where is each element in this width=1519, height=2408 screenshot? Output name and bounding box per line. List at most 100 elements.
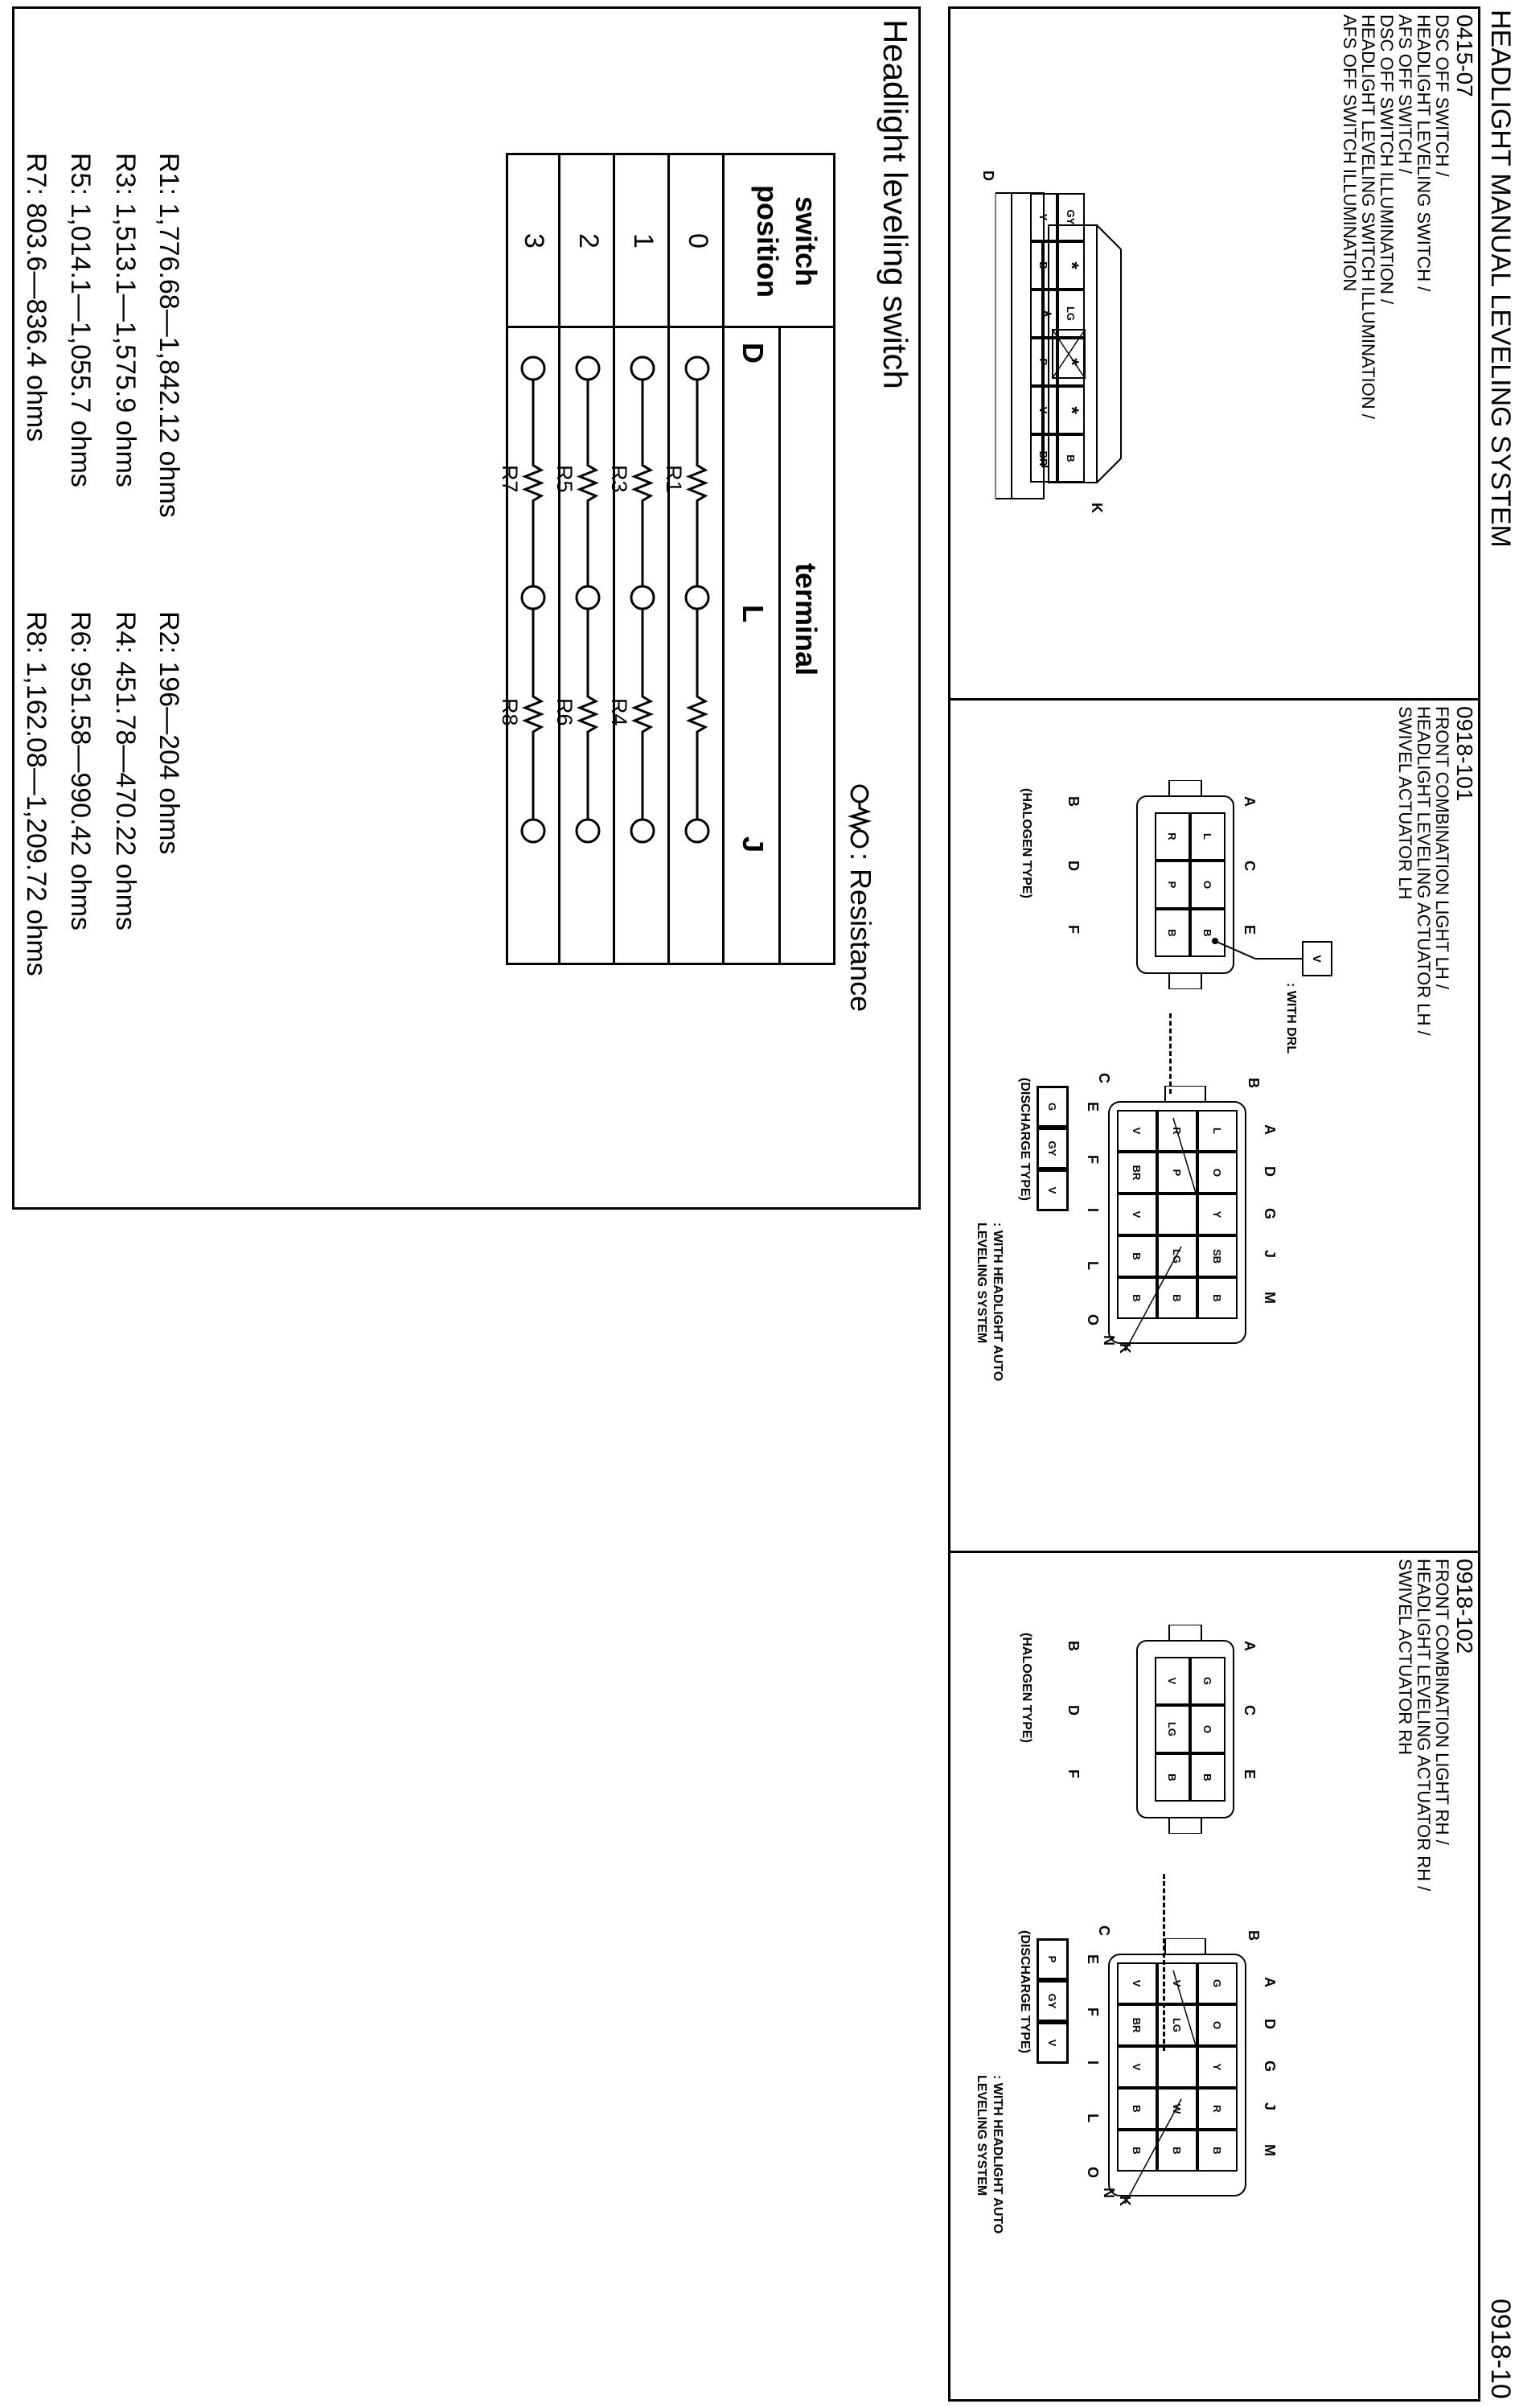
drl-wire-box: V bbox=[1302, 941, 1332, 976]
switch-pin-cell: BR bbox=[1030, 434, 1057, 483]
halogen-housing bbox=[1136, 780, 1234, 989]
discharge-extra-cell: G bbox=[1037, 1086, 1069, 1128]
panel2-name-3: SWIVEL ACTUATOR LH bbox=[1395, 706, 1415, 900]
discharge-pin-top: J bbox=[1262, 2102, 1278, 2111]
discharge-pin-cell: LG bbox=[1157, 1235, 1197, 1277]
value-r2: R2: 196—204 ohms bbox=[154, 611, 184, 855]
discharge-pin-bottom: L bbox=[1085, 2114, 1101, 2122]
halogen-type-label: (HALOGEN TYPE) bbox=[1020, 1633, 1033, 1743]
resistance-legend-text: : Resistance bbox=[844, 853, 877, 1013]
discharge-side-label: K bbox=[1117, 2196, 1133, 2206]
halogen-pin-cell: G bbox=[1190, 1657, 1225, 1705]
resistor-symbol bbox=[521, 609, 545, 820]
discharge-pin-bottom: I bbox=[1085, 2061, 1101, 2065]
discharge-pin-cell: Y bbox=[1197, 2046, 1238, 2088]
panel2-code: 0918-101 bbox=[1452, 706, 1477, 802]
discharge-side-label: N bbox=[1101, 2188, 1117, 2198]
discharge-pin-top: J bbox=[1262, 1250, 1278, 1259]
discharge-pin-bottom: L bbox=[1085, 1261, 1101, 1270]
switch-pin-cell: * bbox=[1057, 338, 1085, 386]
discharge-pin-bottom: E bbox=[1085, 1102, 1101, 1112]
auto-leveling-note-2: LEVELING SYSTEM bbox=[975, 1222, 988, 1344]
discharge-pin-cell: V bbox=[1117, 1110, 1157, 1152]
halogen-pin-top: A bbox=[1242, 796, 1258, 807]
discharge-pin-top: G bbox=[1262, 2061, 1278, 2073]
halogen-pin-cell: O bbox=[1190, 1705, 1225, 1753]
resistor-symbol bbox=[685, 609, 709, 820]
discharge-pin-cell: O bbox=[1197, 2004, 1238, 2046]
terminal-node bbox=[575, 818, 601, 844]
halogen-pin-cell: V bbox=[1155, 1657, 1190, 1705]
discharge-pin-bottom: F bbox=[1085, 2007, 1101, 2016]
discharge-pin-cell: B bbox=[1117, 1277, 1157, 1319]
type-separator bbox=[1169, 1013, 1172, 1094]
terminal-node bbox=[520, 355, 546, 381]
label-r6: R6 bbox=[552, 698, 577, 726]
discharge-pin-top: D bbox=[1262, 2019, 1278, 2029]
terminal-node bbox=[630, 355, 655, 381]
panel1-name-4: DSC OFF SWITCH ILLUMINATION / bbox=[1377, 14, 1397, 305]
switch-pin-cell: * bbox=[1057, 386, 1085, 434]
discharge-pin-bottom: F bbox=[1085, 1155, 1101, 1164]
discharge-pin-cell: SB bbox=[1197, 1235, 1238, 1277]
discharge-type-label: (DISCHARGE TYPE) bbox=[1018, 1078, 1032, 1201]
discharge-pin-cell: V bbox=[1117, 1194, 1157, 1235]
panel2-name-1: FRONT COMBINATION LIGHT LH / bbox=[1432, 706, 1452, 990]
panel1-name-2: HEADLIGHT LEVELING SWITCH / bbox=[1414, 14, 1434, 292]
terminal-l: L bbox=[737, 605, 770, 623]
discharge-pin-bottom: O bbox=[1085, 1314, 1101, 1326]
discharge-housing bbox=[1108, 1086, 1246, 1352]
panel3-name-2: HEADLIGHT LEVELING ACTUATOR RH / bbox=[1414, 1559, 1434, 1892]
discharge-pin-top: G bbox=[1262, 1208, 1278, 1220]
discharge-side-label: K bbox=[1117, 1343, 1133, 1354]
switch-pin-cell: * bbox=[1057, 241, 1085, 290]
label-r1: R1 bbox=[662, 465, 686, 493]
label-r4: R4 bbox=[607, 698, 631, 726]
discharge-pin-cell: R bbox=[1157, 1110, 1197, 1152]
resistor-symbol bbox=[630, 609, 655, 820]
discharge-extra-cell: P bbox=[1037, 1938, 1069, 1980]
position-3: 3 bbox=[519, 233, 549, 249]
page-code: 0918-10 bbox=[1485, 2299, 1516, 2399]
value-r4: R4: 451.78—470.22 ohms bbox=[110, 611, 141, 931]
panel1-name-6: AFS OFF SWITCH ILLUMINATION bbox=[1340, 14, 1360, 292]
discharge-pin-cell: L bbox=[1197, 1110, 1238, 1152]
position-2: 2 bbox=[573, 233, 604, 249]
col-header-terminal: terminal bbox=[790, 563, 823, 676]
halogen-pin-bottom: F bbox=[1065, 1769, 1082, 1778]
switch-pin-cell: GY bbox=[1057, 193, 1085, 241]
discharge-pin-cell: W bbox=[1157, 2088, 1197, 2130]
halogen-pin-cell: L bbox=[1190, 812, 1225, 861]
discharge-side-label: C bbox=[1096, 1925, 1112, 1936]
halogen-pin-bottom: B bbox=[1065, 796, 1082, 807]
discharge-pin-cell: BR bbox=[1117, 2004, 1157, 2046]
switch-pin-cell: B bbox=[1057, 434, 1085, 483]
terminal-node bbox=[520, 818, 546, 844]
terminal-node bbox=[520, 585, 546, 610]
halogen-pin-cell: LG bbox=[1155, 1705, 1190, 1753]
auto-leveling-note-1: : WITH HEADLIGHT AUTO bbox=[991, 2075, 1004, 2234]
resistor-symbol bbox=[521, 380, 545, 586]
discharge-type-label: (DISCHARGE TYPE) bbox=[1018, 1930, 1032, 2053]
panel2-name-2: HEADLIGHT LEVELING ACTUATOR LH / bbox=[1414, 706, 1434, 1036]
halogen-pin-cell: B bbox=[1155, 1753, 1190, 1802]
discharge-pin-cell: B bbox=[1117, 2130, 1157, 2172]
discharge-pin-cell: V bbox=[1117, 1962, 1157, 2004]
auto-leveling-note-2: LEVELING SYSTEM bbox=[975, 2075, 988, 2196]
discharge-pin-top: M bbox=[1262, 1292, 1278, 1304]
terminal-node bbox=[684, 355, 710, 381]
discharge-pin-cell: P bbox=[1157, 1152, 1197, 1194]
label-r8: R8 bbox=[498, 698, 522, 726]
panel1-name-3: AFS OFF SWITCH / bbox=[1395, 14, 1415, 174]
halogen-pin-top: C bbox=[1242, 861, 1258, 871]
terminal-node bbox=[630, 585, 655, 610]
discharge-pin-top: A bbox=[1262, 1124, 1278, 1135]
switch-pin-cell: LG bbox=[1057, 290, 1085, 338]
halogen-pin-bottom: B bbox=[1065, 1641, 1082, 1651]
panel1-name-5: HEADLIGHT LEVELING SWITCH ILLUMINATION / bbox=[1358, 14, 1378, 419]
terminal-j: J bbox=[737, 836, 770, 853]
halogen-pin-top: E bbox=[1242, 1769, 1258, 1780]
discharge-pin-bottom: I bbox=[1085, 1208, 1101, 1213]
switch-pin-cell: * bbox=[1030, 290, 1057, 338]
discharge-extra-cell: V bbox=[1037, 2022, 1069, 2064]
